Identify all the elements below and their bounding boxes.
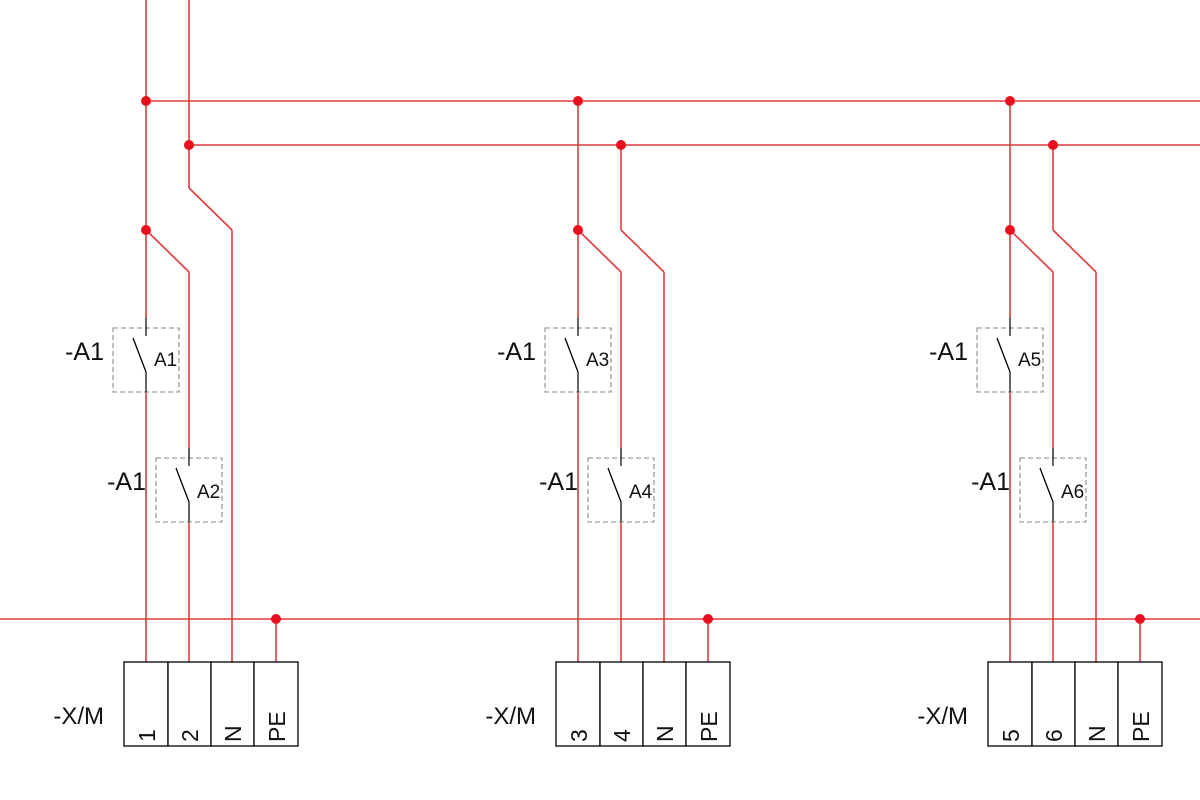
terminal-cell: [685, 661, 731, 747]
junction-dot: [1135, 614, 1145, 624]
terminal-cell: [123, 661, 169, 747]
terminal-pin-label: PE: [1128, 711, 1154, 742]
relay-designation: -A1: [497, 338, 536, 366]
relay-designation: -A1: [929, 338, 968, 366]
terminal-pin-label: N: [652, 725, 678, 742]
relay-designation: -A1: [65, 338, 104, 366]
terminal-pin-label: N: [1084, 725, 1110, 742]
terminal-pin-label: 5: [998, 729, 1024, 742]
relay-contact-a: A5 -A1: [929, 318, 1044, 393]
contact-label: A2: [197, 482, 220, 503]
terminal-pin-label: 3: [566, 729, 592, 742]
relay-contact-b: A2 -A1: [107, 448, 223, 523]
terminal-pin-label: PE: [696, 711, 722, 742]
terminal-cell: [1117, 661, 1163, 747]
terminal-designation: -X/M: [485, 703, 536, 730]
switch-contact-symbol: [132, 337, 147, 373]
terminal-pin-label: 1: [134, 729, 160, 742]
junction-dot: [184, 140, 194, 150]
junction-dot: [703, 614, 713, 624]
contact-label: A5: [1018, 350, 1041, 371]
terminal-cell: [642, 661, 687, 747]
relay-designation: -A1: [971, 468, 1010, 496]
terminal-cell: [253, 661, 299, 747]
junction-dot: [141, 225, 151, 235]
terminal-cell: [1074, 661, 1119, 747]
junction-dot: [141, 96, 151, 106]
switch-contact-symbol: [564, 337, 579, 373]
terminal-pin-label: 6: [1041, 729, 1067, 742]
wire-branch: [577, 229, 622, 273]
circuit-group-1: A1 -A1 A2 -A1 1 2 N PE -X/M: [53, 96, 299, 747]
junction-dot: [616, 140, 626, 150]
terminal-cell: [167, 661, 212, 747]
terminal-cell: [555, 661, 601, 747]
terminal-designation: -X/M: [53, 703, 104, 730]
wire-n-diagonal: [620, 229, 665, 273]
circuit-group-3: A5 -A1 A6 -A1 5 6 N PE -X/M: [917, 96, 1163, 747]
terminal-cell: [1031, 661, 1076, 747]
wire-branch: [1009, 229, 1054, 273]
switch-contact-symbol: [1039, 467, 1054, 503]
junction-dot: [1005, 96, 1015, 106]
relay-contact-a: A3 -A1: [497, 318, 612, 393]
terminal-pin-label: 4: [609, 729, 635, 742]
contact-label: A3: [586, 350, 609, 371]
terminal-block: 5 6 N PE -X/M: [917, 661, 1163, 747]
wire-branch: [145, 229, 190, 273]
circuit-group-2: A3 -A1 A4 -A1 3 4 N PE -X/M: [485, 96, 731, 747]
contact-label: A6: [1061, 482, 1084, 503]
switch-contact-symbol: [607, 467, 622, 503]
relay-contact-b: A4 -A1: [539, 448, 655, 523]
relay-contact-a: A1 -A1: [65, 318, 180, 393]
junction-dot: [271, 614, 281, 624]
terminal-block: 1 2 N PE -X/M: [53, 661, 299, 747]
switch-contact-symbol: [996, 337, 1011, 373]
switch-contact-symbol: [175, 467, 190, 503]
junction-dot: [573, 225, 583, 235]
wire-n-diagonal: [1052, 229, 1097, 273]
relay-contact-b: A6 -A1: [971, 448, 1087, 523]
contact-label: A1: [154, 350, 177, 371]
junction-dot: [573, 96, 583, 106]
relay-designation: -A1: [107, 468, 146, 496]
junction-dot: [1048, 140, 1058, 150]
terminal-block: 3 4 N PE -X/M: [485, 661, 731, 747]
terminal-pin-label: PE: [264, 711, 290, 742]
wire-n-diagonal: [188, 187, 233, 231]
terminal-pin-label: N: [220, 725, 246, 742]
terminal-pin-label: 2: [177, 729, 203, 742]
junction-dot: [1005, 225, 1015, 235]
relay-designation: -A1: [539, 468, 578, 496]
contact-label: A4: [629, 482, 653, 503]
terminal-designation: -X/M: [917, 703, 968, 730]
terminal-cell: [210, 661, 255, 747]
